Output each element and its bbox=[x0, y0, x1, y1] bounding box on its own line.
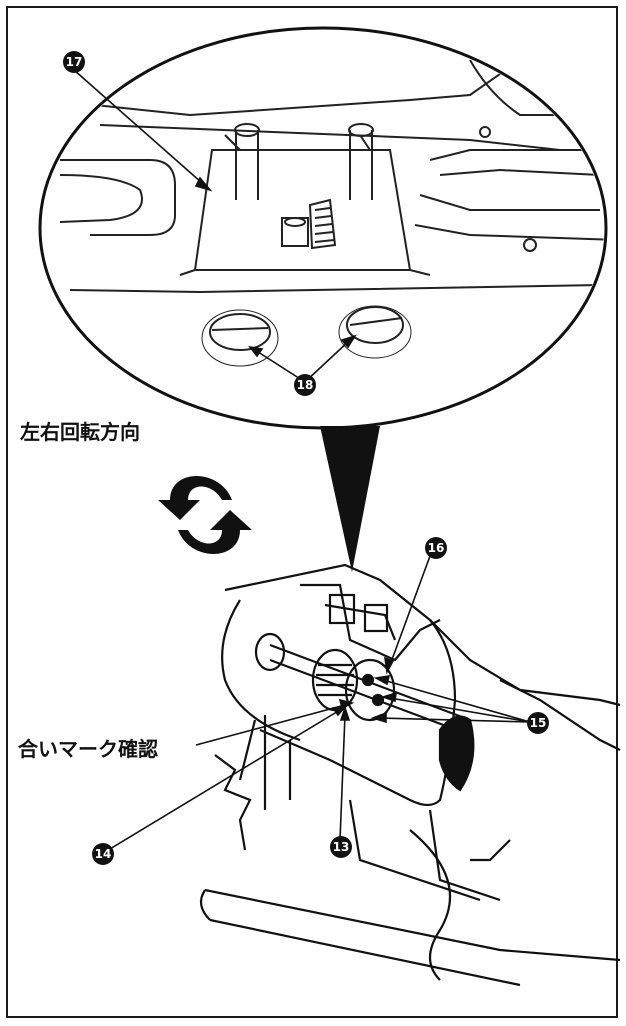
alignment-mark-check-label: 合いマーク確認 bbox=[18, 737, 158, 761]
figure-frame bbox=[6, 6, 618, 1018]
magnified-view bbox=[38, 26, 608, 430]
callout-18: 18 bbox=[294, 374, 316, 396]
rotation-arrow-icon bbox=[158, 476, 252, 554]
callout-14: 14 bbox=[92, 843, 114, 865]
callout-16: 16 bbox=[425, 537, 447, 559]
rotation-direction-label: 左右回転方向 bbox=[20, 420, 140, 444]
mechanism-body bbox=[199, 563, 621, 987]
zoom-pointer bbox=[320, 426, 380, 572]
callout-17: 17 bbox=[63, 51, 85, 73]
callout-13: 13 bbox=[330, 836, 352, 858]
callout-15: 15 bbox=[527, 712, 549, 734]
